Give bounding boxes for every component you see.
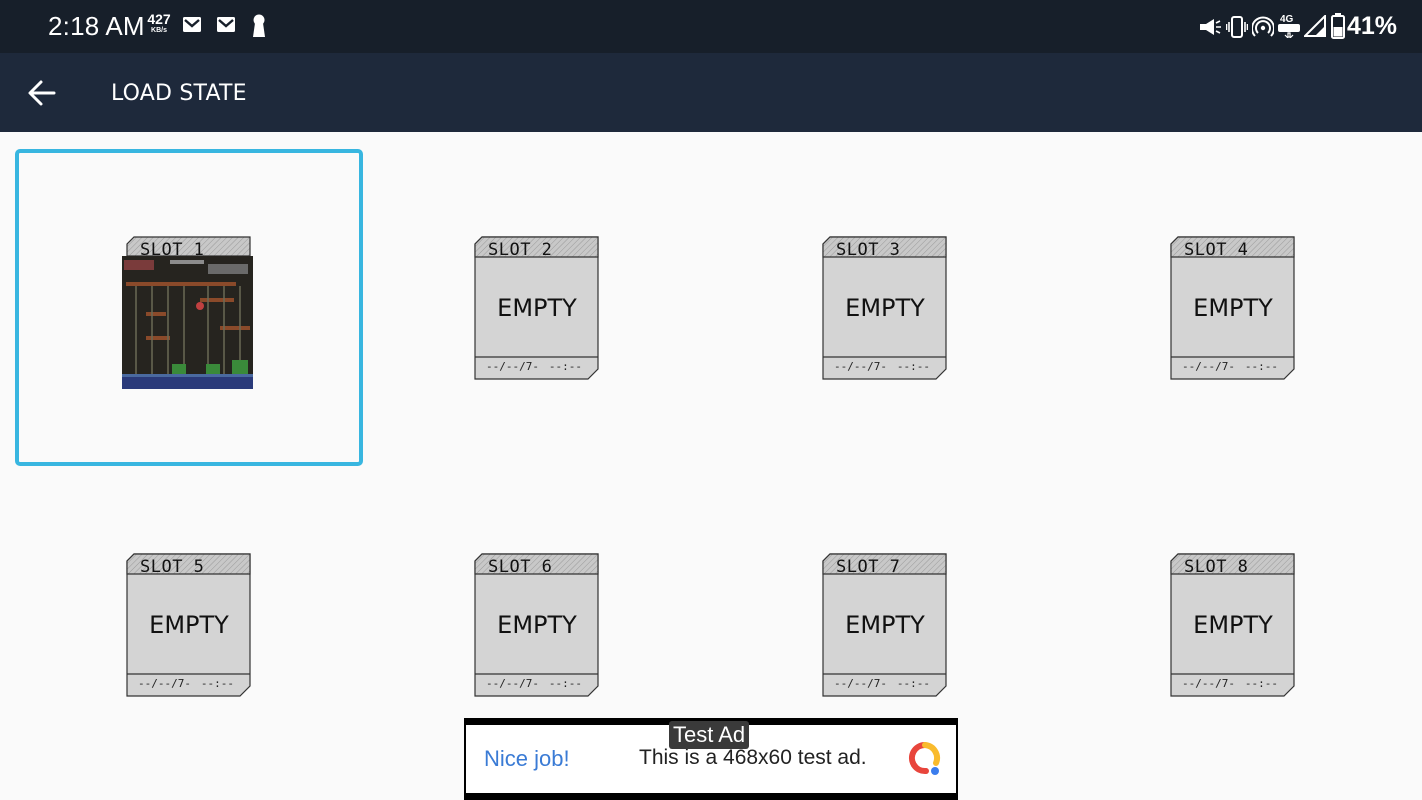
- battery-icon: [1331, 13, 1345, 39]
- test-ad-badge: Test Ad: [669, 721, 750, 749]
- slot-card-frame: [126, 553, 251, 697]
- save-slot-1[interactable]: SLOT 1: [15, 149, 363, 466]
- save-slot-8[interactable]: SLOT 8 EMPTY --/--/7- --:--: [1059, 466, 1407, 783]
- slot-card: SLOT 8 EMPTY --/--/7- --:--: [1170, 553, 1296, 698]
- arrow-left-icon: [28, 80, 56, 106]
- page-title: LOAD STATE: [111, 81, 247, 106]
- slot-date: --/--/7-: [138, 677, 191, 690]
- slot-time: --:--: [548, 677, 582, 690]
- slot-date: --/--/7-: [834, 677, 887, 690]
- slot-card-frame: [1170, 553, 1295, 697]
- slot-empty-label: EMPTY: [497, 294, 577, 322]
- ad-headline[interactable]: Nice job!: [484, 746, 570, 771]
- ad-network-logo-icon: [908, 741, 941, 775]
- back-button[interactable]: [22, 73, 62, 113]
- game-screenshot-thumbnail: [122, 256, 253, 389]
- slot-label: SLOT 5: [140, 557, 205, 577]
- slot-date: --/--/7-: [1182, 677, 1235, 690]
- slot-empty-label: EMPTY: [497, 611, 577, 639]
- slot-card-frame: [474, 553, 599, 697]
- slot-card-frame: [1170, 236, 1295, 380]
- slot-card: SLOT 5 EMPTY --/--/7- --:--: [126, 553, 252, 698]
- cell-signal-icon: [1304, 15, 1326, 37]
- slot-label: SLOT 2: [488, 240, 553, 260]
- slot-card: SLOT 6 EMPTY --/--/7- --:--: [474, 553, 600, 698]
- network-speed-value: 427: [147, 11, 171, 27]
- status-time: 2:18 AM: [48, 11, 145, 41]
- slot-card: SLOT 3 EMPTY --/--/7- --:--: [822, 236, 948, 381]
- slot-time: --:--: [200, 677, 234, 690]
- slot-card-frame: [822, 236, 947, 380]
- slot-label: SLOT 3: [836, 240, 901, 260]
- save-slot-grid: SLOT 1: [0, 132, 1422, 718]
- slot-time: --:--: [896, 677, 930, 690]
- slot-empty-label: EMPTY: [1193, 294, 1273, 322]
- status-bar: 2:18 AM 427 KB/s 4G: [0, 0, 1422, 53]
- ad-body-text: This is a 468x60 test ad.: [639, 746, 867, 769]
- save-slot-6[interactable]: SLOT 6 EMPTY --/--/7- --:--: [363, 466, 711, 783]
- slot-time: --:--: [1244, 677, 1278, 690]
- hotspot-icon: [1252, 16, 1274, 37]
- slot-empty-label: EMPTY: [845, 294, 925, 322]
- save-slot-4[interactable]: SLOT 4 EMPTY --/--/7- --:--: [1059, 149, 1407, 466]
- slot-time: --:--: [1244, 360, 1278, 373]
- slot-empty-label: EMPTY: [1193, 611, 1273, 639]
- slot-time: --:--: [548, 360, 582, 373]
- save-slot-7[interactable]: SLOT 7 EMPTY --/--/7- --:--: [711, 466, 1059, 783]
- vibrate-icon: [1226, 16, 1248, 38]
- network-4g-icon: 4G: [1278, 14, 1300, 38]
- slot-date: --/--/7-: [486, 360, 539, 373]
- slot-card: SLOT 4 EMPTY --/--/7- --:--: [1170, 236, 1296, 381]
- save-slot-5[interactable]: SLOT 5 EMPTY --/--/7- --:--: [15, 466, 363, 783]
- app-bar: LOAD STATE: [0, 53, 1422, 132]
- slot-card-frame: [822, 553, 947, 697]
- slot-empty-label: EMPTY: [845, 611, 925, 639]
- gmail-icon: [217, 17, 235, 32]
- network-speed-unit: KB/s: [151, 27, 167, 34]
- slot-date: --/--/7-: [834, 360, 887, 373]
- keyhole-icon: [253, 14, 265, 37]
- network-type-text: 4G: [1280, 14, 1294, 25]
- slot-date: --/--/7-: [1182, 360, 1235, 373]
- slot-label: SLOT 7: [836, 557, 901, 577]
- slot-label: SLOT 1: [140, 240, 205, 260]
- save-slot-2[interactable]: SLOT 2 EMPTY --/--/7- --:--: [363, 149, 711, 466]
- gmail-icon: [183, 17, 201, 32]
- slot-date: --/--/7-: [486, 677, 539, 690]
- slot-card: SLOT 7 EMPTY --/--/7- --:--: [822, 553, 948, 698]
- save-slot-3[interactable]: SLOT 3 EMPTY --/--/7- --:--: [711, 149, 1059, 466]
- slot-label: SLOT 4: [1184, 240, 1249, 260]
- battery-percent: 41%: [1347, 12, 1398, 40]
- slot-time: --:--: [896, 360, 930, 373]
- slot-card: SLOT 2 EMPTY --/--/7- --:--: [474, 236, 600, 381]
- slot-label: SLOT 6: [488, 557, 553, 577]
- slot-card: SLOT 1: [122, 236, 253, 389]
- slot-label: SLOT 8: [1184, 557, 1249, 577]
- slot-card-frame: [474, 236, 599, 380]
- slot-empty-label: EMPTY: [149, 611, 229, 639]
- network-speed: 427 KB/s: [146, 12, 172, 34]
- megaphone-icon: [1200, 19, 1221, 35]
